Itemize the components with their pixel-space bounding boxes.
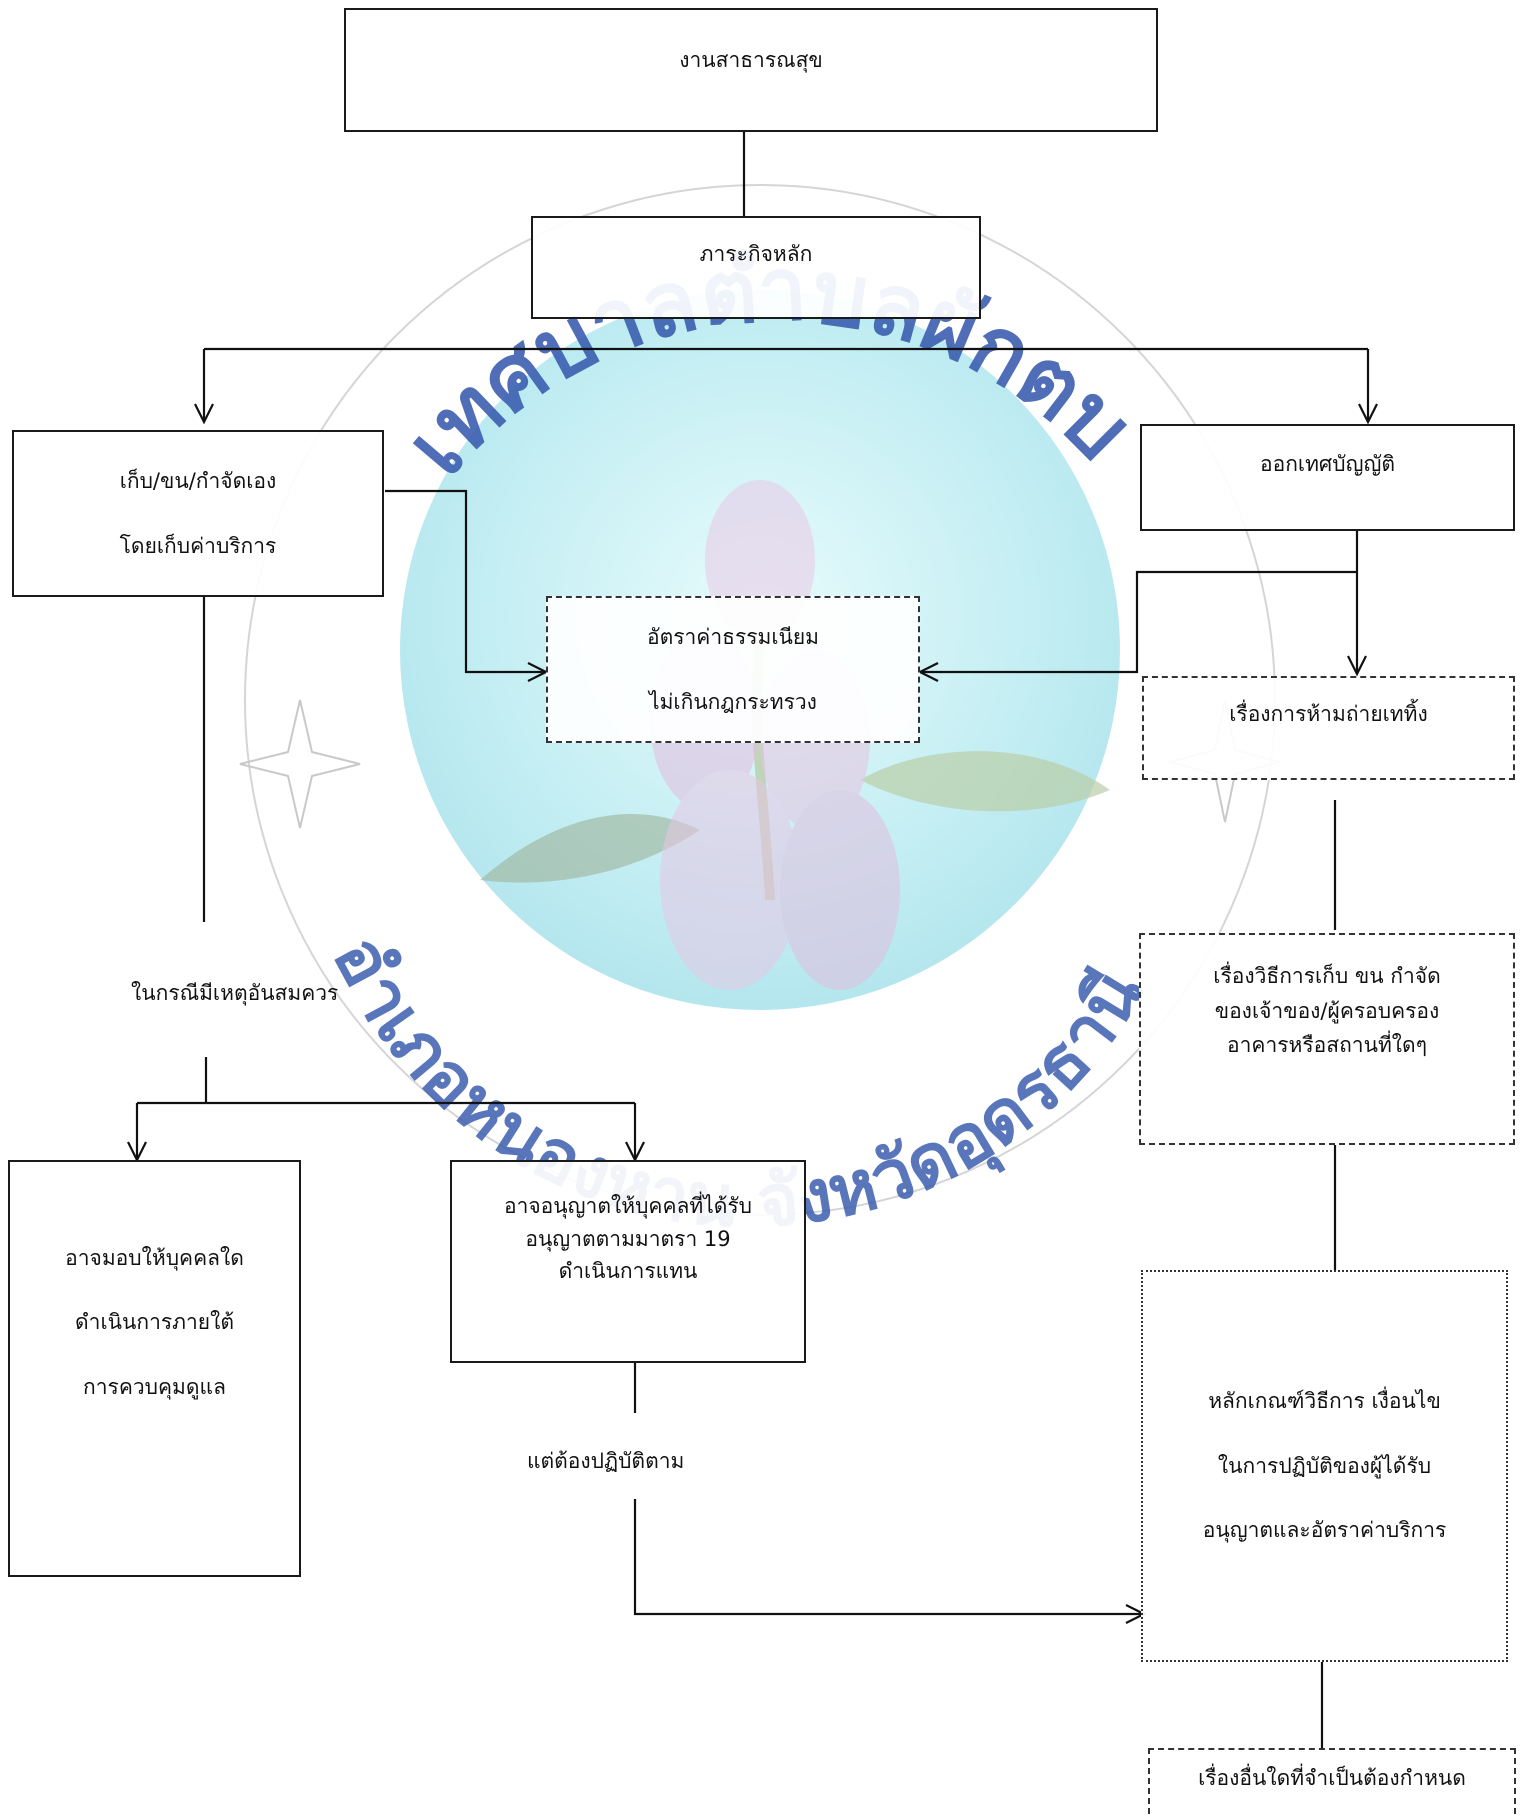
- other-box: เรื่องอื่นใดที่จำเป็นต้องกำหนด: [1148, 1748, 1516, 1814]
- assign-box-line1: อาจมอบให้บุคคลใด: [65, 1246, 244, 1270]
- criteria-box-line1: หลักเกณฑ์วิธีการ เงื่อนไข: [1208, 1389, 1441, 1414]
- prohibit-box: เรื่องการห้ามถ่ายเททิ้ง: [1142, 676, 1515, 780]
- fee-box: อัตราค่าธรรมเนียม ไม่เกินกฎกระทรวง: [546, 596, 920, 743]
- assign-box-line2: ดำเนินการภายใต้: [75, 1310, 234, 1335]
- top-box-label: งานสาธารณสุข: [679, 48, 823, 72]
- top-box: งานสาธารณสุข: [344, 8, 1158, 132]
- arrow-left-to-fee: [385, 489, 546, 672]
- method-box-line1: เรื่องวิธีการเก็บ ขน กำจัด: [1213, 964, 1441, 988]
- main-task-label: ภาระกิจหลัก: [699, 242, 813, 266]
- method-box: เรื่องวิธีการเก็บ ขน กำจัด ของเจ้าของ/ผู…: [1139, 933, 1515, 1145]
- assign-box: อาจมอบให้บุคคลใด ดำเนินการภายใต้ การควบค…: [8, 1160, 301, 1577]
- assign-box-line3: การควบคุมดูแล: [83, 1374, 226, 1399]
- fee-box-line2: ไม่เกินกฎกระทรวง: [649, 689, 817, 714]
- criteria-box-line2: ในการปฏิบัติของผู้ได้รับ: [1217, 1453, 1432, 1478]
- main-task-box: ภาระกิจหลัก: [531, 216, 981, 319]
- right-branch-label: ออกเทศบัญญัติ: [1259, 452, 1396, 476]
- left-branch-box: เก็บ/ขน/กำจัดเอง โดยเก็บค่าบริการ: [12, 430, 384, 597]
- reason-label: ในกรณีมีเหตุอันสมควร: [131, 981, 339, 1005]
- fee-box-line1: อัตราค่าธรรมเนียม: [646, 625, 820, 650]
- permit-box-line3: ดำเนินการแทน: [558, 1259, 698, 1284]
- method-box-line2: ของเจ้าของ/ผู้ครอบครอง: [1214, 998, 1440, 1023]
- permit-box-line2: อนุญาตตามมาตรา 19: [525, 1226, 731, 1251]
- other-box-label: เรื่องอื่นใดที่จำเป็นต้องกำหนด: [1198, 1766, 1466, 1790]
- star-icon: [239, 699, 361, 829]
- left-branch-line1: เก็บ/ขน/กำจัดเอง: [119, 469, 277, 494]
- method-box-line3: อาคารหรือสถานที่ใดๆ: [1227, 1033, 1427, 1058]
- prohibit-box-label: เรื่องการห้ามถ่ายเททิ้ง: [1229, 702, 1428, 726]
- right-branch-box: ออกเทศบัญญัติ: [1140, 424, 1515, 531]
- comply-label: แต่ต้องปฏิบัติตาม: [527, 1449, 685, 1473]
- leaf-shape: [860, 751, 1110, 812]
- arrow-right-to-fee: [920, 570, 1357, 672]
- arrow-comply-to-criteria: [633, 1499, 1144, 1614]
- criteria-box: หลักเกณฑ์วิธีการ เงื่อนไข ในการปฏิบัติขอ…: [1141, 1270, 1508, 1662]
- criteria-box-line3: อนุญาตและอัตราค่าบริการ: [1202, 1518, 1447, 1543]
- left-branch-line2: โดยเก็บค่าบริการ: [119, 533, 277, 558]
- permit-box-line1: อาจอนุญาตให้บุคคลที่ได้รับ: [503, 1194, 753, 1218]
- permit-box: อาจอนุญาตให้บุคคลที่ได้รับ อนุญาตตามมาตร…: [450, 1160, 806, 1363]
- leaf-shape: [480, 814, 700, 883]
